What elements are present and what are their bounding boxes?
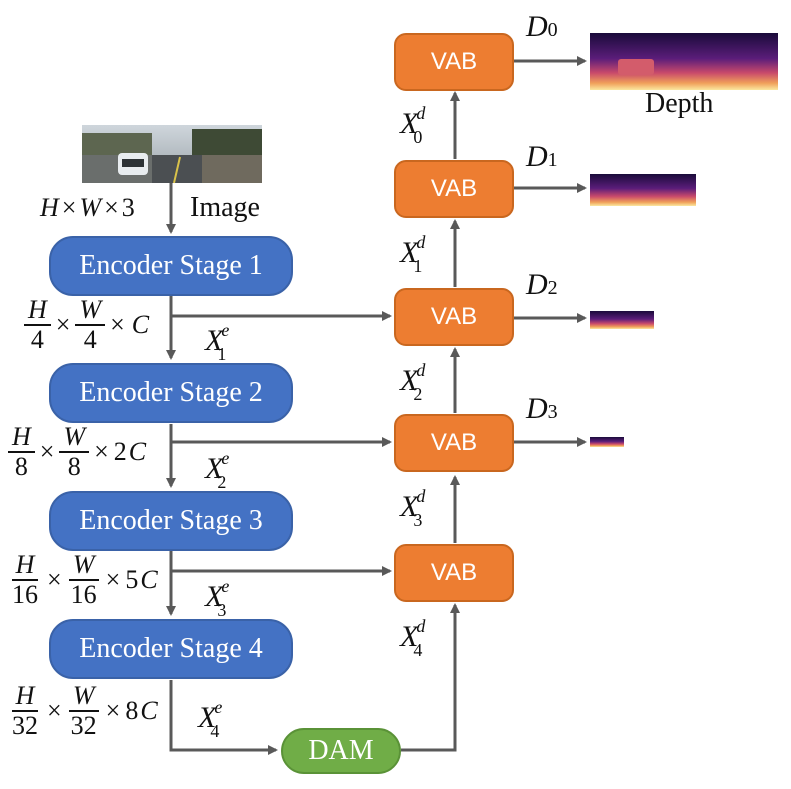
input-image-thumbnail <box>82 125 262 183</box>
depth-map-d2-thumbnail <box>590 311 654 329</box>
enc-feature-x1: Xe1 <box>205 320 230 364</box>
encoder-stage-2: Encoder Stage 2 <box>49 363 293 423</box>
vab-1: VAB <box>394 160 514 218</box>
encoder-stage-4: Encoder Stage 4 <box>49 619 293 679</box>
depth-map-d3-thumbnail <box>590 437 624 447</box>
dec-feature-x4: Xd4 <box>400 616 426 660</box>
vab-2: VAB <box>394 288 514 346</box>
arrow-enc4-to-dam <box>169 680 278 755</box>
depth-output-d1: D1 <box>526 140 558 173</box>
enc-feature-x2: Xe2 <box>205 448 230 492</box>
depth-output-d0: D0 <box>526 10 558 43</box>
encoder-stage-1: Encoder Stage 1 <box>49 236 293 296</box>
dec-feature-x3: Xd3 <box>400 486 426 530</box>
dec-feature-x1: Xd1 <box>400 232 426 276</box>
dec-feature-x2: Xd2 <box>400 360 426 404</box>
depth-map-d1-thumbnail <box>590 174 696 206</box>
arrow-dam-to-vab4 <box>401 603 460 752</box>
vab-4: VAB <box>394 544 514 602</box>
depth-output-d2: D2 <box>526 268 558 301</box>
depth-label: Depth <box>645 88 714 119</box>
encoder-stage-3: Encoder Stage 3 <box>49 491 293 551</box>
dec-feature-x0: Xd0 <box>400 103 426 147</box>
vab-0: VAB <box>394 33 514 91</box>
depth-map-d0-thumbnail <box>590 33 778 90</box>
dam-node: DAM <box>281 728 401 774</box>
vab-3: VAB <box>394 414 514 472</box>
enc-feature-x4: Xe4 <box>198 697 223 741</box>
enc-feature-x3: Xe3 <box>205 576 230 620</box>
input-dimensions: H×W×3 <box>40 193 135 222</box>
depth-output-d3: D3 <box>526 392 558 425</box>
image-label: Image <box>190 192 260 223</box>
